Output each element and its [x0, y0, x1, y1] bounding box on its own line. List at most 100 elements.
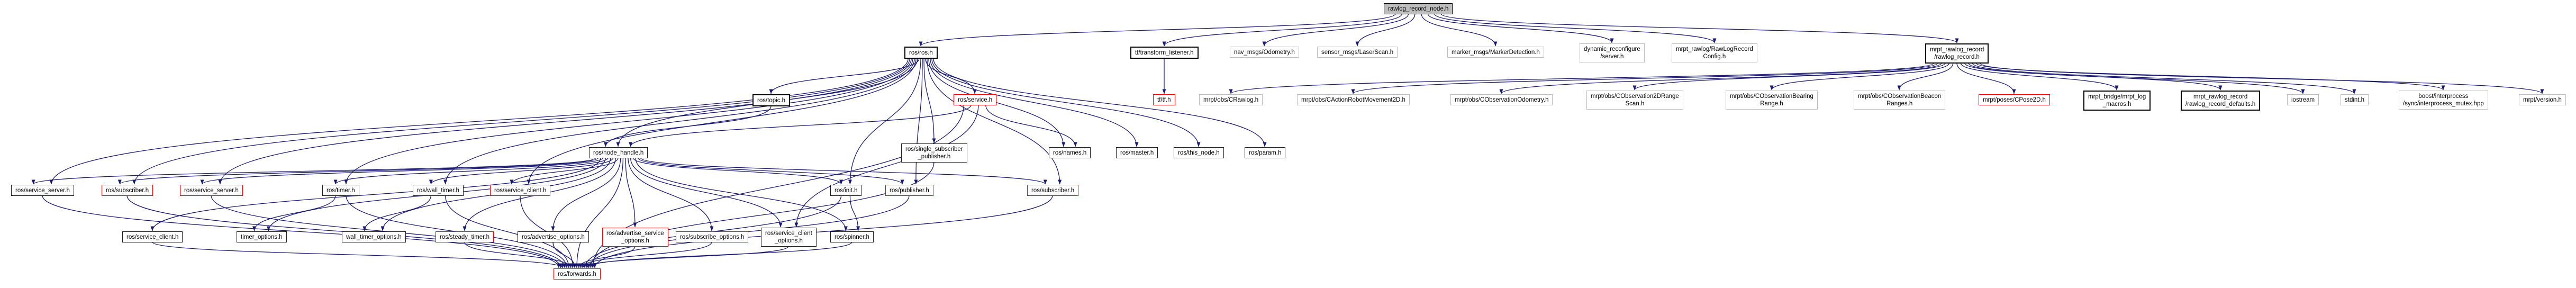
graph-node-tftf[interactable]: tf/tf.h [1153, 94, 1175, 106]
graph-node-logmacros[interactable]: mrpt_bridge/mrpt_log _macros.h [2083, 91, 2151, 111]
include-edge-rlrecord-caction [1351, 62, 1938, 94]
graph-node-master[interactable]: ros/master.h [1116, 147, 1158, 159]
graph-node-rlconfig[interactable]: mrpt_rawlog/RawLogRecord Config.h [1672, 43, 1757, 62]
graph-node-advsvcopts[interactable]: ros/advertise_service _options.h [602, 228, 668, 247]
include-edge-publisher-forwards [587, 195, 910, 268]
include-edge-subopts-forwards [579, 241, 712, 268]
include-edge-nodehandle-timer [333, 157, 609, 185]
graph-node-subscriber1[interactable]: ros/subscriber.h [102, 185, 153, 196]
include-edge-rlrecord-codo [1499, 62, 1942, 94]
include-edge-root-rlrecord [1440, 13, 1959, 43]
include-edge-nodehandle-advopts [551, 157, 621, 231]
graph-node-odom[interactable]: nav_msgs/Odometry.h [1230, 47, 1299, 58]
graph-node-svcclientopts[interactable]: ros/service_client _options.h [761, 228, 817, 247]
graph-node-ros_h[interactable]: ros/ros.h [904, 47, 938, 59]
graph-node-root[interactable]: rawlog_record_node.h [1384, 3, 1453, 15]
graph-node-steadytimer[interactable]: ros/steady_timer.h [436, 231, 494, 243]
graph-node-init[interactable]: ros/init.h [830, 185, 862, 196]
graph-node-cbear[interactable]: mrpt/obs/CObservationBearing Range.h [1726, 91, 1818, 110]
include-edge-nodehandle-forwards [575, 157, 624, 268]
graph-node-timer[interactable]: ros/timer.h [322, 185, 359, 196]
graph-node-names[interactable]: ros/names.h [1049, 147, 1091, 159]
include-edge-svcclientopts-forwards [580, 246, 789, 268]
graph-node-iostream[interactable]: iostream [2287, 94, 2319, 106]
include-edge-rlrecord-version [1980, 62, 2544, 94]
include-edge-nodehandle-svcserver2 [200, 157, 604, 185]
graph-node-cbeacon[interactable]: mrpt/obs/CObservationBeacon Ranges.h [1854, 91, 1946, 110]
include-edge-root-marker [1421, 13, 1498, 47]
graph-node-defaults[interactable]: mrpt_rawlog_record /rawlog_record_defaul… [2181, 91, 2261, 111]
graph-node-dynre[interactable]: dynamic_reconfigure /server.h [1580, 43, 1645, 62]
include-edge-topic-nodehandle [603, 105, 772, 147]
graph-node-subscriber2[interactable]: ros/subscriber.h [1027, 185, 1079, 196]
graph-node-spinner[interactable]: ros/spinner.h [830, 231, 874, 243]
include-edge-nodehandle-svcserver1 [31, 157, 596, 185]
include-edge-service-nodehandle [629, 104, 972, 147]
graph-node-c2dr[interactable]: mrpt/obs/CObservation2DRange Scan.h [1586, 91, 1683, 110]
include-edge-rlrecord-cbear [1770, 62, 1950, 91]
include-edge-rlrecord-crawlog [1229, 62, 1934, 94]
graph-node-crawlog[interactable]: mrpt/obs/CRawlog.h [1199, 94, 1263, 106]
graph-node-svcserver1[interactable]: ros/service_server.h [11, 185, 74, 196]
include-edge-root-laser [1355, 13, 1416, 47]
include-edge-svcclient_b-forwards [152, 241, 565, 268]
include-edge-ros_h-param [933, 58, 1267, 147]
include-edge-nodehandle-svcclient_b [150, 157, 601, 231]
graph-node-codo[interactable]: mrpt/obs/CObservationOdometry.h [1450, 94, 1553, 106]
graph-node-laser[interactable]: sensor_msgs/LaserScan.h [1317, 47, 1398, 58]
graph-node-cpose[interactable]: mrpt/poses/CPose2D.h [1979, 94, 2050, 106]
include-edge-nodehandle-subopts [628, 157, 714, 231]
graph-node-tfl[interactable]: tf/transform_listener.h [1130, 47, 1199, 59]
graph-node-walltimer[interactable]: ros/wall_timer.h [413, 185, 464, 196]
include-edge-ros_h-publisher [914, 58, 923, 185]
include-edge-ros_h-master [930, 58, 1139, 147]
graph-node-subopts[interactable]: ros/subscribe_options.h [676, 231, 749, 243]
graph-node-walltimeropts[interactable]: wall_timer_options.h [342, 231, 406, 243]
include-edge-ssp-forwards [589, 161, 935, 268]
include-edge-steadytimer-forwards [464, 241, 573, 268]
include-edge-root-tfl [1162, 13, 1402, 47]
include-edge-rlrecord-boostmx [1975, 62, 2445, 91]
include-edge-init-spinner [849, 195, 860, 231]
include-edge-rlrecord-iostream [1968, 62, 2305, 94]
graph-node-version[interactable]: mrpt/version.h [2519, 94, 2566, 106]
graph-node-stdint[interactable]: stdint.h [2341, 94, 2369, 106]
include-edge-ros_h-topic [769, 58, 920, 94]
graph-node-param[interactable]: ros/param.h [1245, 147, 1286, 159]
graph-node-boostmx[interactable]: boost/interprocess /sync/interprocess_mu… [2399, 91, 2488, 110]
include-edge-ros_h-svcserver1 [49, 58, 909, 185]
include-edge-nodehandle-init [632, 157, 843, 185]
graph-node-svcclient_b[interactable]: ros/service_client.h [122, 231, 183, 243]
include-edge-root-dynre [1427, 13, 1614, 43]
include-edge-ros_h-timer [344, 58, 913, 185]
include-edge-rlrecord-cbeacon [1897, 62, 1954, 91]
include-edge-ros_h-thisnode [931, 58, 1201, 147]
graph-node-topic[interactable]: ros/topic.h [752, 94, 791, 107]
include-edge-subscriber2-forwards [593, 195, 1053, 268]
graph-node-ssp[interactable]: ros/single_subscriber _publisher.h [901, 143, 967, 163]
graph-node-rlrecord[interactable]: mrpt_rawlog_record /rawlog_record.h [1925, 43, 1989, 64]
include-edge-nodehandle-publisher [638, 157, 904, 185]
include-edge-ros_h-ssp [923, 58, 936, 143]
graph-node-publisher[interactable]: ros/publisher.h [885, 185, 933, 196]
include-edge-ros_h-init [848, 58, 921, 185]
graph-node-svcserver2[interactable]: ros/service_server.h [180, 185, 243, 196]
include-edge-root-rlconfig [1434, 13, 1717, 43]
include-edge-walltimer-walltimeropts [362, 195, 432, 231]
include-edge-ros_h-walltimer [443, 58, 915, 185]
graph-node-service[interactable]: ros/service.h [954, 94, 997, 106]
graph-node-marker[interactable]: marker_msgs/MarkerDetection.h [1447, 47, 1544, 58]
graph-node-caction[interactable]: mrpt/obs/CActionRobotMovement2D.h [1297, 94, 1410, 106]
include-edge-rlrecord-stdint [1972, 62, 2356, 94]
graph-node-svcclient_r[interactable]: ros/service_client.h [490, 185, 551, 196]
graph-node-advopts[interactable]: ros/advertise_options.h [518, 231, 589, 243]
include-edge-nodehandle-subscriber2 [640, 157, 1047, 185]
include-edge-ros_h-svcserver2 [218, 58, 912, 185]
graph-node-forwards[interactable]: ros/forwards.h [554, 268, 601, 280]
graph-node-timeropts[interactable]: timer_options.h [237, 231, 287, 243]
graph-node-thisnode[interactable]: ros/this_node.h [1174, 147, 1224, 159]
graph-node-nodehandle[interactable]: ros/node_handle.h [589, 147, 648, 159]
include-edge-nodehandle-walltimer [429, 157, 614, 185]
